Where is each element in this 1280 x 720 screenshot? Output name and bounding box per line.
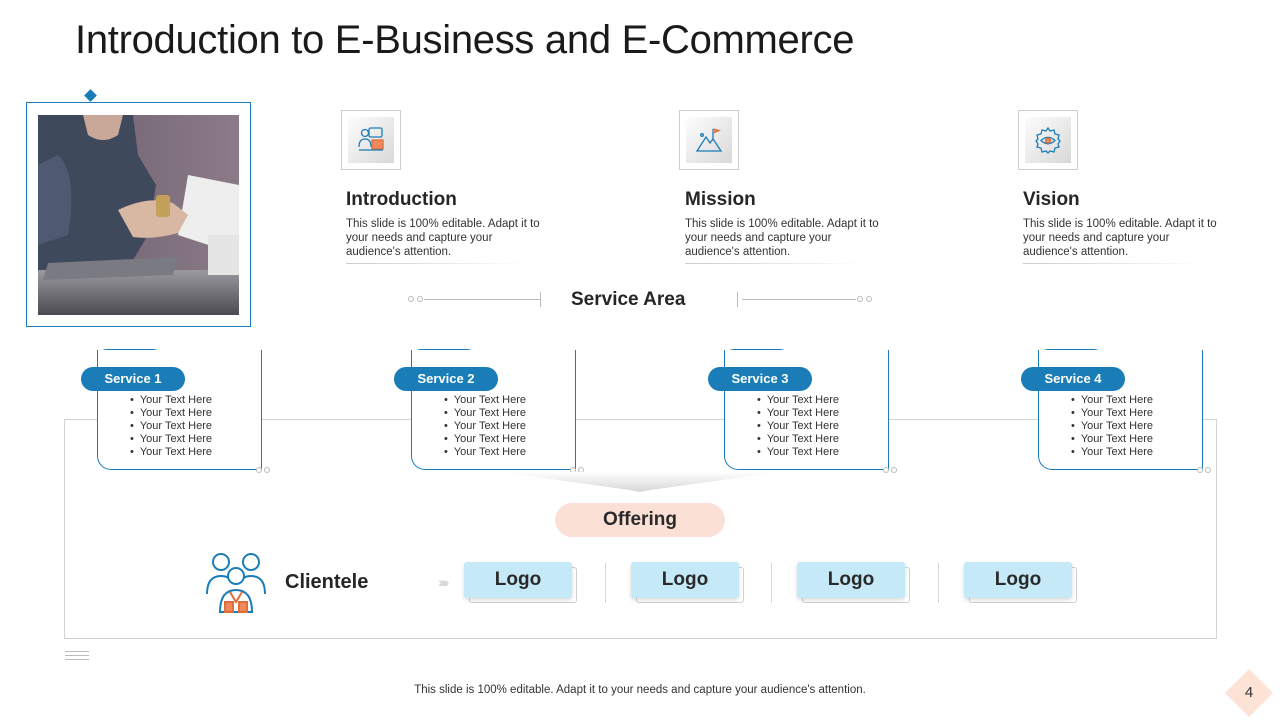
list-item: Your Text Here xyxy=(454,446,526,459)
introduction-icon-box xyxy=(341,110,401,170)
list-item: Your Text Here xyxy=(454,394,526,407)
mission-underline xyxy=(685,263,865,264)
vision-description: This slide is 100% editable. Adapt it to… xyxy=(1023,218,1217,258)
connector-dot xyxy=(256,467,262,473)
chevrons-right-icon: ››››› xyxy=(438,574,449,590)
mission-title: Mission xyxy=(685,189,756,210)
list-item: Your Text Here xyxy=(767,420,839,433)
vision-icon-box xyxy=(1018,110,1078,170)
service-1-label: Service 1 xyxy=(81,367,185,391)
list-item: Your Text Here xyxy=(767,394,839,407)
accent-diamond xyxy=(84,89,97,102)
mission-icon-box xyxy=(679,110,739,170)
service-2-label: Service 2 xyxy=(394,367,498,391)
gear-eye-icon xyxy=(1025,117,1071,163)
service-1-list: Your Text Here Your Text Here Your Text … xyxy=(128,394,212,459)
page-number: 4 xyxy=(1244,684,1254,701)
presenter-icon xyxy=(348,117,394,163)
service-area-title: Service Area xyxy=(571,289,686,310)
vision-underline xyxy=(1023,263,1203,264)
list-item: Your Text Here xyxy=(1081,407,1153,420)
people-group-icon xyxy=(203,548,269,619)
logo-separator xyxy=(605,563,606,603)
introduction-title: Introduction xyxy=(346,189,457,210)
clientele-label: Clientele xyxy=(285,571,369,593)
slide-title: Introduction to E-Business and E-Commerc… xyxy=(75,18,855,62)
connector-dot xyxy=(417,296,423,302)
service-2-list: Your Text Here Your Text Here Your Text … xyxy=(442,394,526,459)
photo-frame xyxy=(26,102,251,327)
client-logo-3: Logo xyxy=(797,562,905,598)
service-4-label: Service 4 xyxy=(1021,367,1125,391)
list-item: Your Text Here xyxy=(140,407,212,420)
list-item: Your Text Here xyxy=(454,407,526,420)
clientele-frame xyxy=(64,419,1217,639)
introduction-underline xyxy=(346,263,526,264)
list-item: Your Text Here xyxy=(140,446,212,459)
connector-dot xyxy=(883,467,889,473)
mission-description: This slide is 100% editable. Adapt it to… xyxy=(685,218,879,258)
service-3-list: Your Text Here Your Text Here Your Text … xyxy=(755,394,839,459)
funnel-shape xyxy=(500,472,780,492)
connector-line-right xyxy=(742,299,856,300)
list-item: Your Text Here xyxy=(140,433,212,446)
connector-dot xyxy=(264,467,270,473)
connector-dot xyxy=(866,296,872,302)
decorative-lines xyxy=(65,651,89,663)
list-item: Your Text Here xyxy=(767,446,839,459)
service-4-list: Your Text Here Your Text Here Your Text … xyxy=(1069,394,1153,459)
list-item: Your Text Here xyxy=(454,420,526,433)
handshake-photo xyxy=(38,115,239,315)
list-item: Your Text Here xyxy=(140,394,212,407)
connector-dot xyxy=(891,467,897,473)
logo-separator xyxy=(938,563,939,603)
client-logo-2: Logo xyxy=(631,562,739,598)
introduction-description: This slide is 100% editable. Adapt it to… xyxy=(346,218,540,258)
list-item: Your Text Here xyxy=(454,433,526,446)
service-3-label: Service 3 xyxy=(708,367,812,391)
connector-dot xyxy=(408,296,414,302)
list-item: Your Text Here xyxy=(767,407,839,420)
list-item: Your Text Here xyxy=(1081,420,1153,433)
client-logo-4: Logo xyxy=(964,562,1072,598)
list-item: Your Text Here xyxy=(1081,394,1153,407)
offering-label: Offering xyxy=(555,503,725,537)
connector-dot xyxy=(1205,467,1211,473)
list-item: Your Text Here xyxy=(1081,446,1153,459)
footer-note: This slide is 100% editable. Adapt it to… xyxy=(414,684,866,696)
connector-dot xyxy=(1197,467,1203,473)
logo-separator xyxy=(771,563,772,603)
connector-tick xyxy=(540,292,541,307)
client-logo-1: Logo xyxy=(464,562,572,598)
list-item: Your Text Here xyxy=(140,420,212,433)
connector-line-left xyxy=(424,299,540,300)
vision-title: Vision xyxy=(1023,189,1080,210)
connector-dot xyxy=(857,296,863,302)
list-item: Your Text Here xyxy=(767,433,839,446)
mountain-flag-icon xyxy=(686,117,732,163)
connector-tick xyxy=(737,292,738,307)
list-item: Your Text Here xyxy=(1081,433,1153,446)
